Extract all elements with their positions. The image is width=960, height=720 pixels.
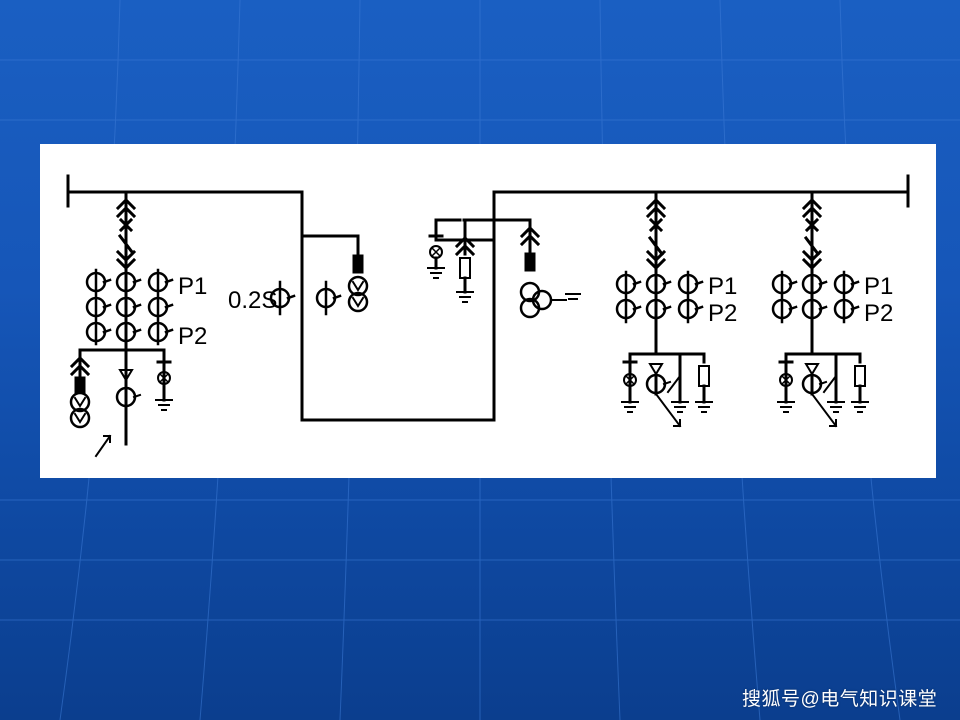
feeder-far-right — [771, 190, 869, 428]
label-p2-right: P2 — [864, 300, 893, 327]
label-p1-mid: P1 — [708, 273, 737, 300]
busbar-left — [66, 174, 304, 208]
feeder-mid-right — [615, 190, 713, 428]
voltage-transformer-mid — [347, 254, 369, 313]
watermark-text: 搜狐号@电气知识课堂 — [742, 689, 938, 710]
bus-section-loop — [300, 190, 496, 422]
diagram-panel: P1 P2 0.2S P1 P2 P1 P2 — [40, 144, 936, 478]
label-p1-left: P1 — [178, 273, 207, 300]
bus-pt-group — [427, 218, 581, 319]
single-line-diagram: P1 P2 0.2S P1 P2 P1 P2 — [66, 174, 910, 458]
label-p2-left: P2 — [178, 323, 207, 350]
busbar-right — [492, 174, 910, 208]
label-p1-right: P1 — [864, 273, 893, 300]
metering-ct-0-2s — [269, 280, 342, 316]
current-transformers-left — [85, 268, 174, 346]
label-accuracy-class: 0.2S — [228, 287, 277, 314]
label-p2-mid: P2 — [708, 300, 737, 327]
feeder-left — [69, 190, 174, 458]
